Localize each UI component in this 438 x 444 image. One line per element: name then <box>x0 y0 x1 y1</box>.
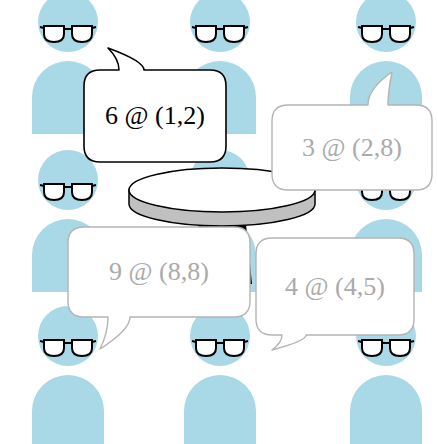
bubble-text: 9 @ (8,8) <box>109 256 209 287</box>
bubble-shape <box>84 48 226 162</box>
speech-bubble: 6 @ (1,2) <box>84 70 226 162</box>
bubble-shape <box>68 227 250 349</box>
speech-bubble: 9 @ (8,8) <box>68 227 250 317</box>
bubble-text: 3 @ (2,8) <box>302 132 402 163</box>
bubble-text: 6 @ (1,2) <box>105 100 205 131</box>
speech-bubble: 4 @ (4,5) <box>256 238 414 335</box>
people <box>32 0 422 444</box>
bubble-shape <box>272 72 432 190</box>
bubble-shape <box>256 238 414 350</box>
speech-bubble: 3 @ (2,8) <box>272 105 432 190</box>
bubble-text: 4 @ (4,5) <box>285 271 385 302</box>
